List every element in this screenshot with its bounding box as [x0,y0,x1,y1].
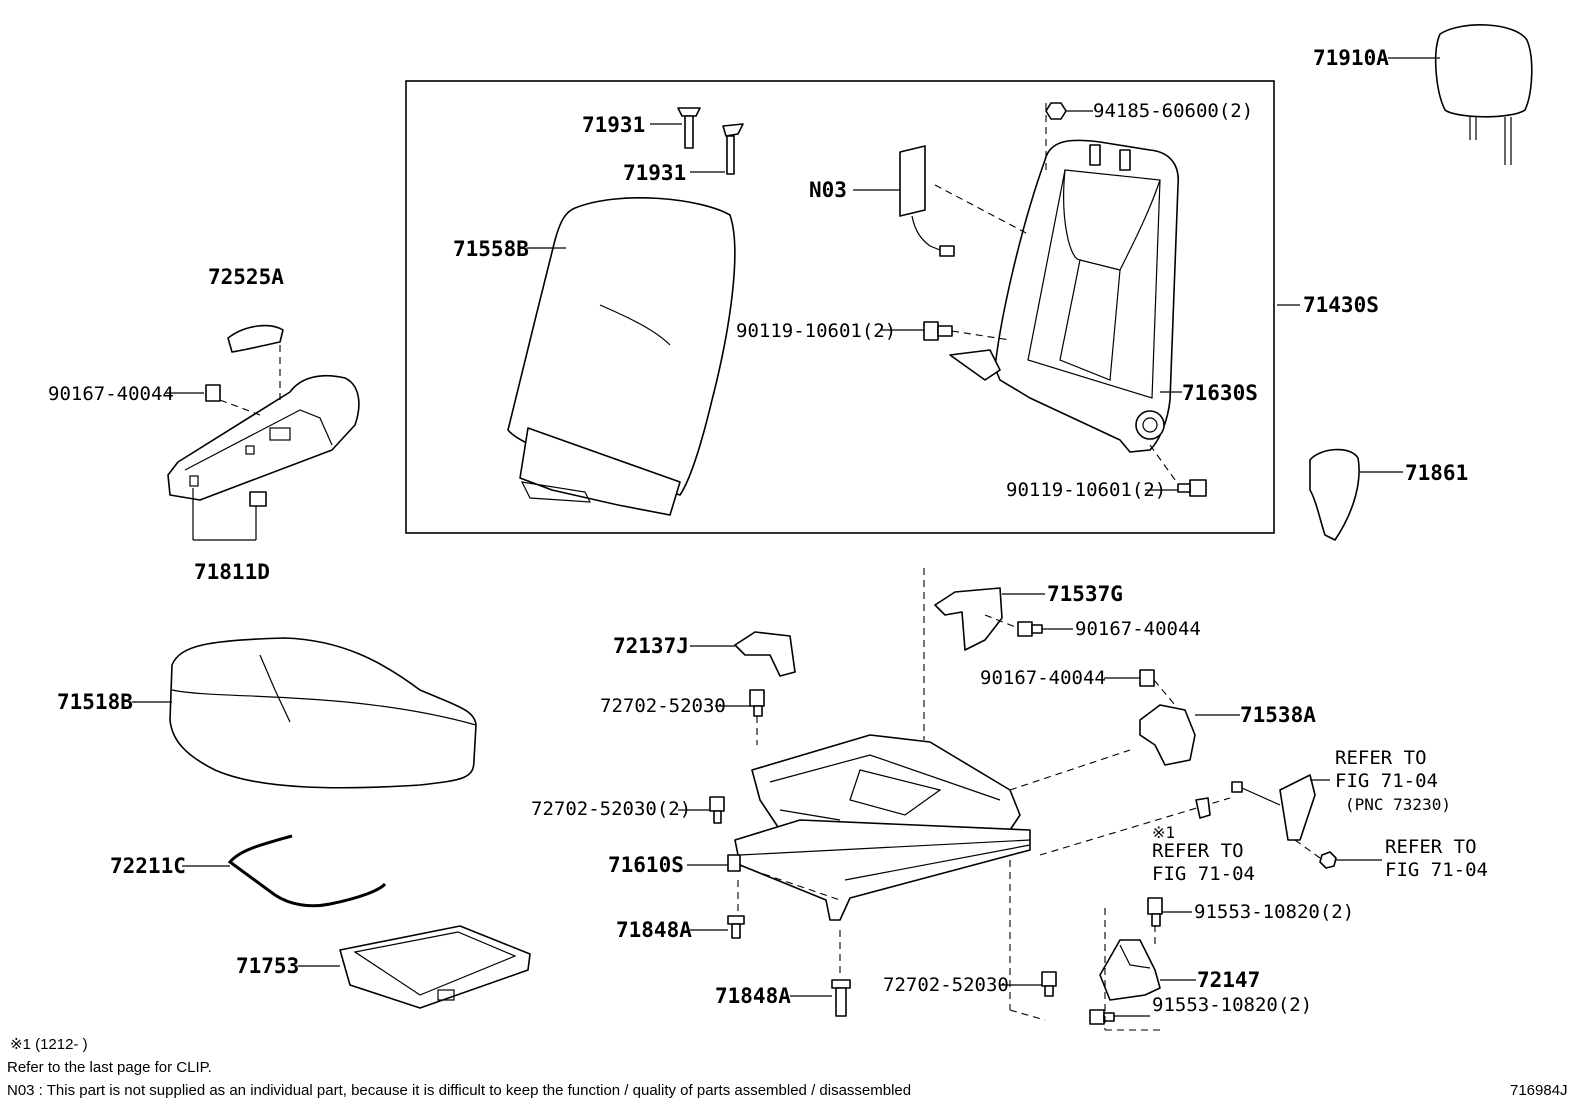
label-91553-10820-upper: 91553-10820(2) [1194,901,1354,923]
refer-buckle-line2: FIG 71-04 [1335,770,1438,792]
label-72702-52030-lower: 72702-52030 [883,974,1009,996]
bracket-71538a-drawing [1139,669,1196,766]
footnote-range: ※1 (1212- ) [10,1036,88,1053]
label-72702-52030-upper: 72702-52030 [600,695,726,717]
clip-ref-drawing [1195,797,1211,819]
seatback-assembly-box [405,80,1275,534]
label-90167-40044-mid: 90167-40044 [980,667,1106,689]
figure-id: 716984J [1510,1082,1568,1099]
refer-nut-line2: FIG 71-04 [1385,859,1488,881]
label-72702-52030-2: 72702-52030(2) [531,798,691,820]
label-N03: N03 [809,178,847,202]
label-72525A: 72525A [208,265,284,289]
label-72211C: 72211C [110,854,186,878]
refer-clip-mark: ※1 [1152,823,1175,842]
footnote-n03: N03 : This part is not supplied as an in… [7,1082,911,1099]
headrest-drawing [1434,24,1533,165]
tray-71753-drawing [339,925,531,1009]
label-71910A: 71910A [1313,46,1389,70]
bracket-72137j-drawing [734,631,796,677]
screw-90167-drawing [205,384,267,507]
label-90167-40044-right: 90167-40044 [1075,618,1201,640]
cover-71537g-drawing [934,587,1003,651]
label-71848A-upper: 71848A [616,918,692,942]
refer-clip-line1: REFER TO [1152,840,1244,862]
label-71861: 71861 [1405,461,1468,485]
label-90119-10601-lower: 90119-10601(2) [1006,479,1166,501]
label-72137J: 72137J [613,634,689,658]
seat-cushion-drawing [169,637,477,789]
label-72147: 72147 [1197,968,1260,992]
seatback-cover-drawing [507,197,736,516]
pin-71848a-drawing [727,915,851,1017]
clip-71931-drawing [677,107,744,175]
label-71630S: 71630S [1182,381,1258,405]
label-90167-40044-left: 90167-40044 [48,383,174,405]
label-71430S: 71430S [1303,293,1379,317]
screw-90167b-drawing [1017,621,1043,637]
bracket-72147-drawing [1089,897,1163,1025]
cover-71861-drawing [1309,448,1360,541]
label-71931-lower: 71931 [623,161,686,185]
label-71931-upper: 71931 [582,113,645,137]
wire-72211c-drawing [227,834,387,908]
refer-clip-line2: FIG 71-04 [1152,863,1255,885]
refer-buckle-line1: REFER TO [1335,747,1427,769]
footnote-clip: Refer to the last page for CLIP. [7,1059,212,1076]
label-71848A-lower: 71848A [715,984,791,1008]
seatbelt-buckle-drawing [1231,774,1337,869]
label-94185-60600: 94185-60600(2) [1093,100,1253,122]
n03-module-drawing [899,145,955,257]
refer-nut-line1: REFER TO [1385,836,1477,858]
label-90119-10601-upper: 90119-10601(2) [736,320,896,342]
label-71558B: 71558B [453,237,529,261]
label-71538A: 71538A [1240,703,1316,727]
label-71518B: 71518B [57,690,133,714]
seatback-frame-drawing [949,139,1179,453]
nut-94185-drawing [1045,102,1067,120]
bolt-72702-drawing [709,689,1057,997]
label-71537G: 71537G [1047,582,1123,606]
label-71610S: 71610S [608,853,684,877]
bolt-90119-drawing [923,321,1207,497]
label-71811D: 71811D [194,560,270,584]
label-91553-10820-lower: 91553-10820(2) [1152,994,1312,1016]
seat-adjuster-drawing [727,734,1031,921]
refer-buckle-line3: (PNC 73230) [1345,795,1451,814]
label-71753: 71753 [236,954,299,978]
side-shield-drawing [167,324,360,501]
